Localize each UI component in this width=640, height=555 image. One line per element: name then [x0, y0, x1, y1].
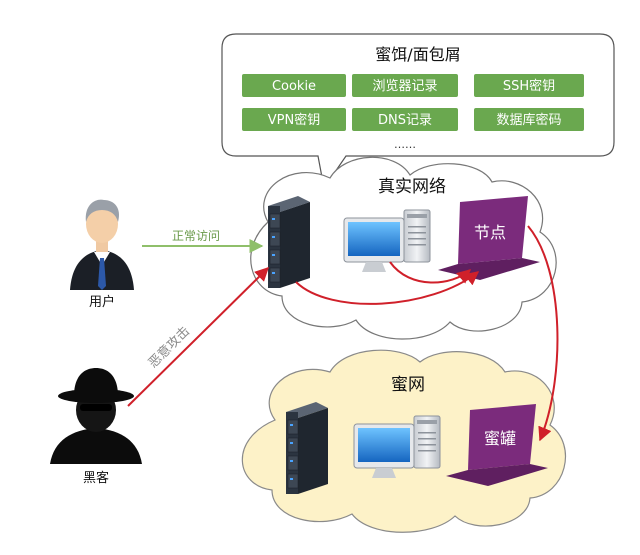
normal-access-label: 正常访问 — [172, 229, 220, 243]
honeypot-label: 蜜罐 — [484, 429, 516, 448]
bait-callout: 蜜饵/面包屑 Cookie 浏览器记录 SSH密钥 VPN密钥 DNS记录 数据… — [221, 33, 615, 190]
node-label: 节点 — [474, 223, 506, 242]
lateral-arrow-server-to-node — [295, 271, 480, 305]
real-server — [268, 196, 310, 288]
real-desktop-pc — [343, 209, 431, 272]
real-network-label: 真实网络 — [378, 177, 446, 197]
bait-item-dns-record: DNS记录 — [378, 113, 432, 128]
user-label: 用户 — [89, 294, 115, 310]
bait-item-ssh-box — [474, 74, 584, 97]
honeynet-desktop-pc — [353, 415, 441, 478]
bait-item-db-box — [474, 108, 584, 131]
bait-item-dns-box — [352, 108, 458, 131]
lateral-arrow-pc-to-node — [389, 261, 472, 284]
redirect-arrow-node-to-honeypot — [527, 225, 559, 442]
bait-item-browser-box — [352, 74, 458, 97]
bait-item-cookie: Cookie — [272, 79, 316, 94]
bait-title: 蜜饵/面包屑 — [375, 45, 460, 64]
honeypot-laptop — [446, 404, 548, 486]
honeynet-server — [286, 402, 328, 494]
bait-item-cookie-box — [242, 74, 346, 97]
malicious-attack-label: 恶意攻击 — [145, 323, 193, 371]
hacker-figure — [50, 368, 142, 464]
bait-item-vpn-key: VPN密钥 — [268, 112, 320, 128]
user-figure — [70, 199, 134, 290]
malicious-attack-arrow — [127, 267, 269, 407]
honeynet-label: 蜜网 — [391, 375, 425, 395]
bait-item-browser-history: 浏览器记录 — [372, 78, 437, 94]
bait-item-vpn-box — [242, 108, 346, 131]
bait-more: …… — [394, 138, 416, 151]
bait-item-ssh-key: SSH密钥 — [503, 78, 555, 94]
hacker-label: 黑客 — [83, 470, 109, 486]
bait-item-db-password: 数据库密码 — [496, 112, 561, 128]
